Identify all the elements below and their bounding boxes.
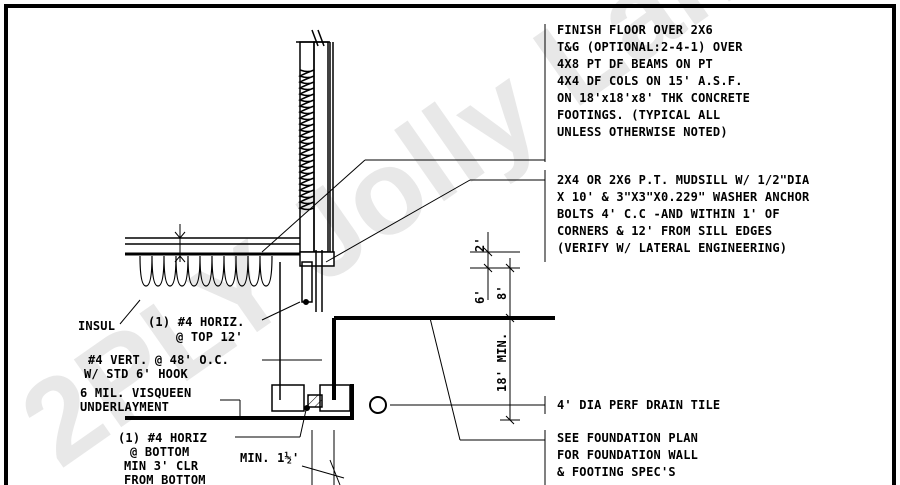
svg-text:FROM BOTTOM: FROM BOTTOM [124,473,206,485]
wall-insulation [298,69,315,211]
svg-text:SEE FOUNDATION PLAN: SEE FOUNDATION PLAN [557,431,698,445]
svg-text:FOR FOUNDATION WALL: FOR FOUNDATION WALL [557,448,698,462]
svg-text:FOOTINGS. (TYPICAL ALL: FOOTINGS. (TYPICAL ALL [557,108,720,122]
dim-2: 2' [473,237,487,252]
rebar-top [303,299,309,305]
svg-text:4X8 PT DF BEAMS ON PT: 4X8 PT DF BEAMS ON PT [557,57,713,71]
svg-text:@ BOTTOM: @ BOTTOM [130,445,189,459]
svg-text:& FOOTING SPEC'S: & FOOTING SPEC'S [557,465,676,479]
svg-text:UNDERLAYMENT: UNDERLAYMENT [80,400,169,414]
svg-text:T&G (OPTIONAL:2-4-1) OVER: T&G (OPTIONAL:2-4-1) OVER [557,40,743,54]
svg-text:2X4 OR 2X6 P.T. MUDSILL W/ 1/2: 2X4 OR 2X6 P.T. MUDSILL W/ 1/2"DIA [557,173,810,187]
dim-18-min: 18' MIN. [495,333,509,392]
svg-text:4X4 DF COLS ON 15' A.S.F.: 4X4 DF COLS ON 15' A.S.F. [557,74,743,88]
svg-text:BOLTS 4' C.C -AND WITHIN 1' OF: BOLTS 4' C.C -AND WITHIN 1' OF [557,207,780,221]
svg-text:MIN 3' CLR: MIN 3' CLR [124,459,199,473]
rebar-bottom [304,405,310,411]
note-min-clearance: MIN. 1½' [240,451,299,465]
note-foundation-plan: SEE FOUNDATION PLAN FOR FOUNDATION WALL … [557,431,698,479]
svg-text:#4 VERT. @ 48' O.C.: #4 VERT. @ 48' O.C. [88,353,229,367]
leader-lines [119,24,546,485]
note-horiz-bottom: (1) #4 HORIZ @ BOTTOM MIN 3' CLR FROM BO… [118,431,207,485]
note-horiz-top: (1) #4 HORIZ. @ TOP 12' [148,315,245,344]
drain-tile-icon [369,396,387,414]
note-visqueen: 6 MIL. VISQUEEN UNDERLAYMENT [80,386,191,414]
note-mudsill: 2X4 OR 2X6 P.T. MUDSILL W/ 1/2"DIA X 10'… [557,173,810,255]
svg-text:ON 18'x18'x8' THK CONCRETE: ON 18'x18'x8' THK CONCRETE [557,91,750,105]
svg-text:UNLESS OTHERWISE NOTED): UNLESS OTHERWISE NOTED) [557,125,728,139]
svg-text:W/ STD 6' HOOK: W/ STD 6' HOOK [84,367,189,381]
sheet-border [4,4,896,485]
svg-text:X 10' & 3"X3"X0.229" WASHER AN: X 10' & 3"X3"X0.229" WASHER ANCHOR [557,190,810,204]
note-drain-tile: 4' DIA PERF DRAIN TILE [557,398,720,412]
floor-assembly [125,224,300,287]
note-insul: INSUL [78,319,115,333]
svg-text:6 MIL. VISQUEEN: 6 MIL. VISQUEEN [80,386,191,400]
svg-text:CORNERS & 12' FROM SILL EDGES: CORNERS & 12' FROM SILL EDGES [557,224,772,238]
svg-text:(1) #4 HORIZ.: (1) #4 HORIZ. [148,315,245,329]
floor-insulation [139,255,273,287]
note-finish-floor: FINISH FLOOR OVER 2X6 T&G (OPTIONAL:2-4-… [557,23,750,139]
svg-text:(VERIFY W/ LATERAL ENGINEERING: (VERIFY W/ LATERAL ENGINEERING) [557,241,787,255]
note-vert-rebar: #4 VERT. @ 48' O.C. W/ STD 6' HOOK [84,353,229,381]
svg-text:(1) #4 HORIZ: (1) #4 HORIZ [118,431,207,445]
svg-text:FINISH FLOOR OVER 2X6: FINISH FLOOR OVER 2X6 [557,23,713,37]
svg-text:@ TOP 12': @ TOP 12' [176,330,243,344]
dim-8: 8' [495,285,509,300]
dim-6: 6' [473,289,487,304]
dimension-lines [470,232,520,425]
